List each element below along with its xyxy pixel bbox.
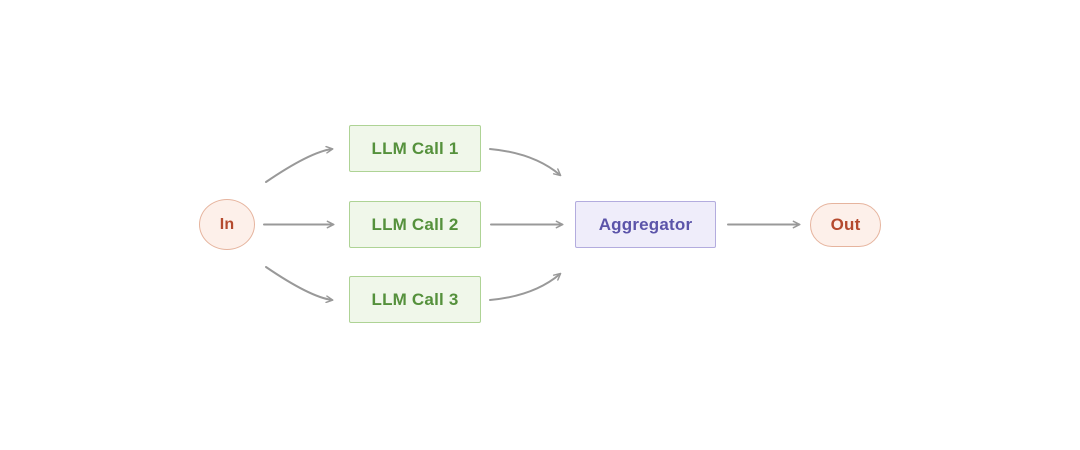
edge-llm-call-1-to-aggregator bbox=[489, 148, 562, 177]
node-llm-call-3: LLM Call 3 bbox=[349, 276, 481, 323]
node-aggregator: Aggregator bbox=[575, 201, 716, 248]
edge-in-to-llm-call-1 bbox=[265, 145, 334, 183]
node-out-label: Out bbox=[830, 215, 861, 234]
node-llm-call-2: LLM Call 2 bbox=[349, 201, 481, 248]
node-out: Out bbox=[810, 203, 881, 247]
node-llm-call-1-label: LLM Call 1 bbox=[371, 138, 459, 158]
node-in-label: In bbox=[219, 215, 235, 233]
node-llm-call-1: LLM Call 1 bbox=[349, 125, 481, 172]
node-in: In bbox=[199, 199, 255, 250]
node-aggregator-label: Aggregator bbox=[598, 214, 693, 234]
node-llm-call-3-label: LLM Call 3 bbox=[371, 289, 459, 309]
edge-llm-call-3-to-aggregator bbox=[489, 272, 562, 301]
node-llm-call-2-label: LLM Call 2 bbox=[371, 214, 459, 234]
edge-in-to-llm-call-3 bbox=[265, 266, 334, 304]
